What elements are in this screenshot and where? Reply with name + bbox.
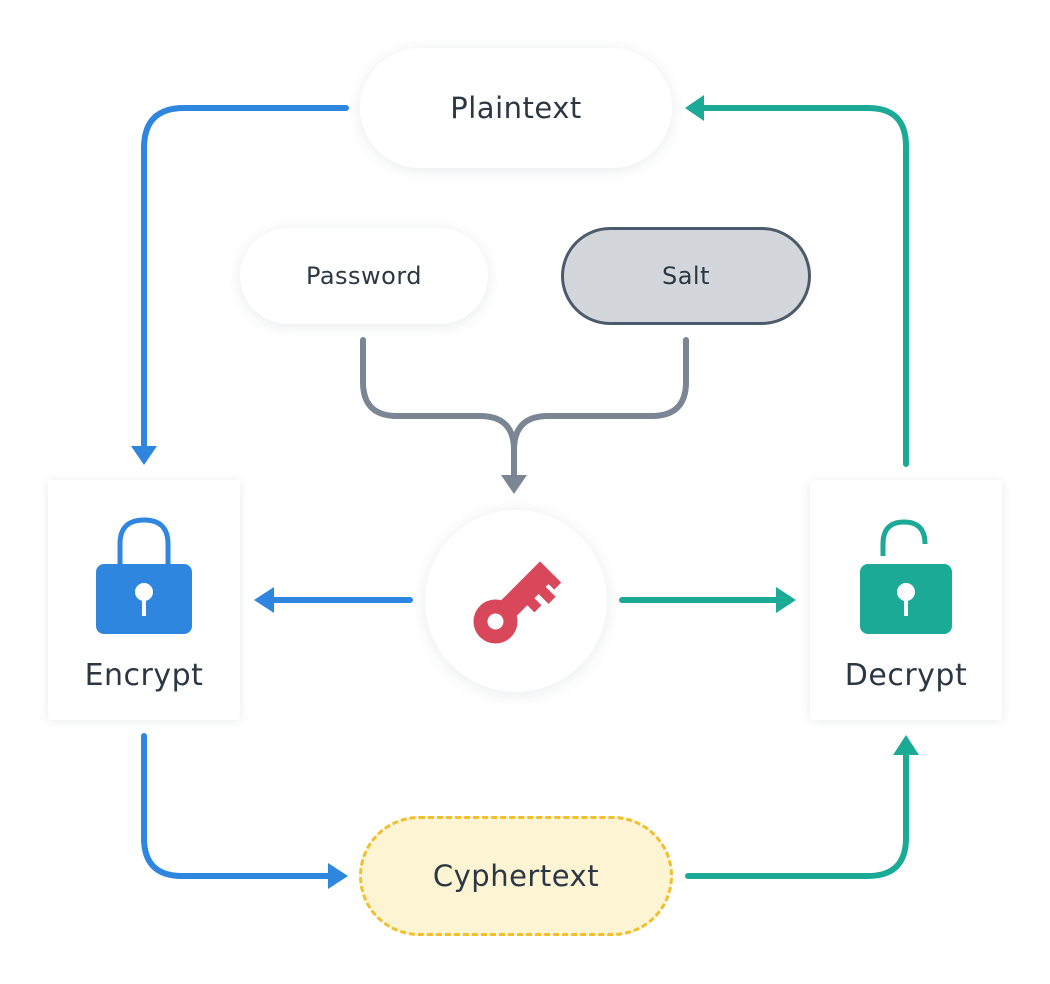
plaintext-label: Plaintext — [450, 91, 582, 125]
password-node: Password — [240, 228, 488, 324]
plaintext-node: Plaintext — [360, 48, 672, 168]
arrow-password-to-key — [360, 337, 517, 481]
arrow-cyphertext-to-decrypt — [685, 751, 909, 879]
locked-padlock-icon — [96, 517, 192, 634]
encrypt-node: Encrypt — [48, 480, 240, 720]
cyphertext-label: Cyphertext — [432, 859, 600, 893]
arrowhead-plaintext-to-encrypt — [131, 446, 157, 465]
arrow-plaintext-to-encrypt — [141, 105, 349, 451]
encrypt-label: Encrypt — [84, 658, 204, 693]
password-label: Password — [305, 262, 423, 290]
key-icon — [473, 561, 562, 644]
salt-label: Salt — [661, 262, 711, 290]
arrowhead-cyphertext-to-decrypt — [893, 735, 919, 755]
salt-node: Salt — [561, 227, 811, 325]
decrypt-label: Decrypt — [844, 658, 968, 693]
cyphertext-node: Cyphertext — [359, 816, 673, 936]
arrowhead-encrypt-to-cyphertext — [328, 863, 348, 889]
arrow-decrypt-to-plaintext — [699, 105, 909, 467]
arrowhead-key-to-encrypt — [254, 587, 274, 613]
arrowhead-decrypt-to-plaintext — [685, 95, 704, 121]
arrow-salt-to-key — [511, 337, 689, 481]
key-node — [425, 510, 607, 692]
decrypt-node: Decrypt — [810, 480, 1002, 720]
arrowhead-key-to-decrypt — [776, 587, 796, 613]
arrowhead-to-key — [501, 475, 527, 494]
unlocked-padlock-icon — [860, 519, 952, 634]
arrow-encrypt-to-cyphertext — [141, 733, 333, 879]
